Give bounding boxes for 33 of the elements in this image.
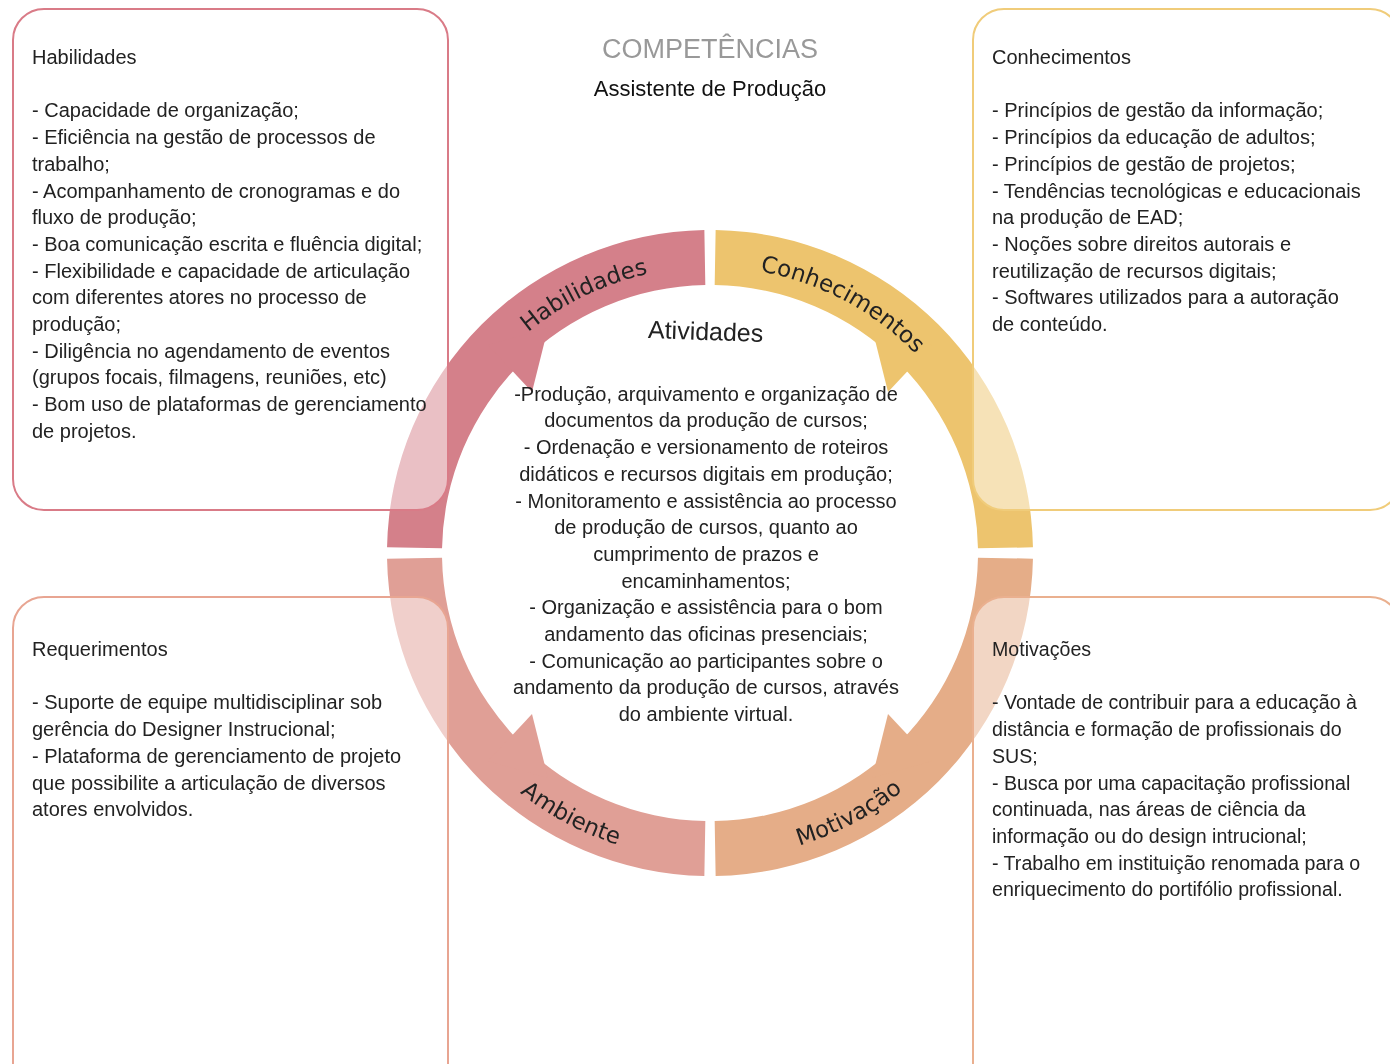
list-item: - Softwares utilizados para a autoração de conteúdo. [992, 285, 1340, 337]
list-item: - Plataforma de gerenciamento de projeto que possibilite a articulação de diversos atores envolvidos. [32, 743, 403, 823]
list-item: - Bom uso de plataformas de gerenciamento de projetos. [32, 392, 427, 444]
list-item: - Diligência no agendamento de eventos (grupos focais, filmagens, reuniões, etc) [32, 338, 392, 391]
rounded-card [972, 596, 1390, 1064]
card-heading: Conhecimentos [992, 45, 1132, 70]
list-item: - Suporte de equipe multidisciplinar sob gerência do Designer Instrucional; [32, 690, 384, 743]
list-item: - Trabalho em instituição renomada para o enriquecimento do portifólio profissional. [992, 850, 1362, 903]
list-item: - Capacidade de organização; [32, 98, 300, 124]
list-item: - Monitoramento e assistência ao processo de produção de cursos, quanto ao cumprimento de prazos e encaminhamentos; [514, 488, 898, 594]
list-item: - Acompanhamento de cronogramas e do fluxo de produção; [32, 178, 401, 231]
diagram-subtitle: Assistente de Produção [592, 76, 828, 102]
card-heading: Motivações [992, 637, 1093, 662]
card-heading: Requerimentos [32, 637, 169, 662]
list-item: - Organização e assistência para o bom andamento das oficinas presenciais; [528, 595, 884, 648]
list-item: - Busca por uma capacitação profissional continuada, nas áreas de ciência da informação ou do design intrucional; [992, 770, 1352, 849]
rounded-card [972, 8, 1390, 511]
list-item: - Tendências tecnológicas e educacionais na produção de EAD; [992, 178, 1362, 231]
list-item: - Princípios de gestão de projetos; [992, 151, 1297, 177]
list-item: - Noções sobre direitos autorais e reutilização de recursos digitais; [992, 231, 1293, 284]
list-item: - Princípios da educação de adultos; [992, 125, 1317, 151]
list-item: -Produção, arquivamento e organização de documentos da produção de cursos; [513, 381, 899, 434]
list-item: - Eficiência na gestão de processos de trabalho; [32, 125, 377, 177]
list-item: - Boa comunicação escrita e fluência digital; [32, 231, 424, 257]
list-item: - Princípios de gestão da informação; [992, 98, 1325, 124]
list-item: - Vontade de contribuir para a educação à distância e formação de profissionais do SUS; [992, 690, 1358, 769]
rounded-card [12, 596, 449, 1064]
list-item: - Ordenação e versionamento de roteiros didáticos e recursos digitais em produção; [518, 435, 894, 487]
list-item: - Flexibilidade e capacidade de articulação com diferentes atores no processo de produção; [32, 258, 411, 337]
list-item: - Comunicação ao participantes sobre o andamento da produção de cursos, através do ambiente virtual. [512, 648, 900, 728]
rounded-card [12, 8, 449, 511]
card-heading: Habilidades [32, 45, 138, 70]
diagram-title: COMPETÊNCIAS [601, 34, 819, 65]
